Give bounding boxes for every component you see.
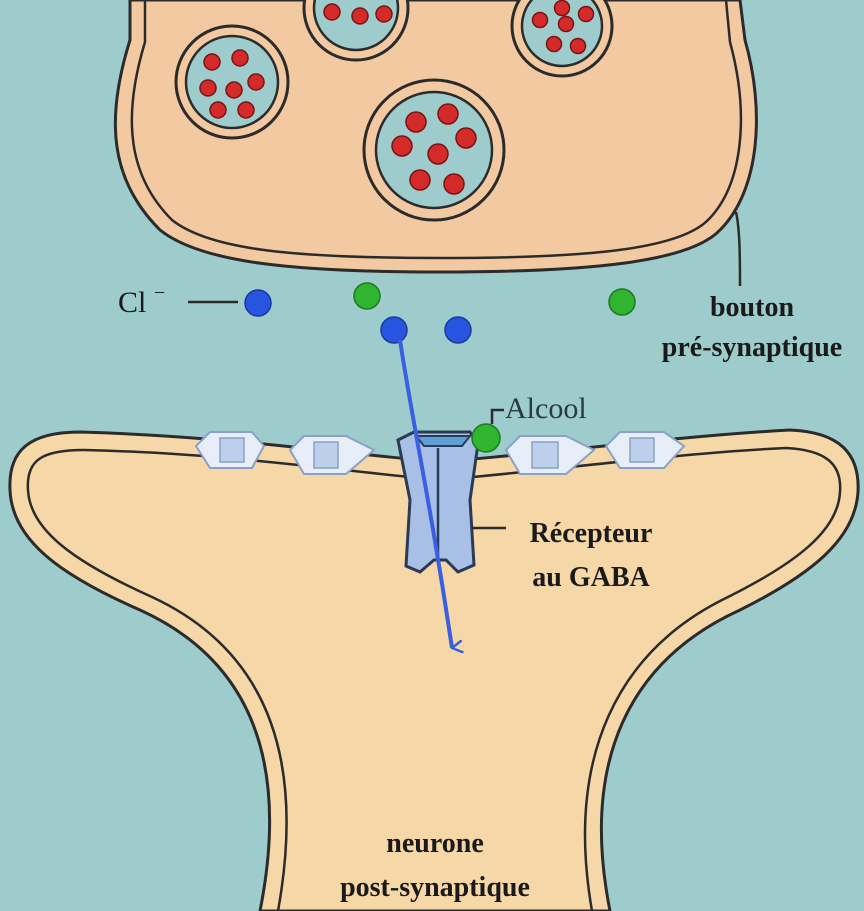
receptor-label-line2: au GABA — [506, 556, 676, 600]
chloride-ion — [245, 290, 271, 316]
alcohol-label: Alcool — [505, 392, 587, 426]
vesicle-top-left — [176, 26, 288, 138]
postsynaptic-label-line1: neurone — [290, 822, 580, 866]
chloride-ion — [445, 317, 471, 343]
presynaptic-terminal-label: bouton pré-synaptique — [640, 288, 864, 368]
alcohol-molecule — [354, 283, 380, 309]
chloride-charge: − — [154, 282, 165, 304]
presynaptic-label-line2: pré-synaptique — [640, 328, 864, 368]
chloride-label: Cl − — [118, 284, 165, 320]
chloride-ion — [381, 317, 407, 343]
presynaptic-label-line1: bouton — [640, 288, 864, 328]
postsynaptic-label-line2: post-synaptique — [290, 866, 580, 910]
alcohol-molecule — [609, 289, 635, 315]
chloride-symbol: Cl — [118, 286, 146, 319]
vesicle-center — [364, 80, 504, 220]
bound-alcohol-molecule — [472, 424, 500, 452]
postsynaptic-neuron-label: neurone post-synaptique — [290, 822, 580, 910]
receptor-label-line1: Récepteur — [506, 512, 676, 556]
receptor-small — [196, 432, 264, 468]
gaba-receptor-label: Récepteur au GABA — [506, 512, 676, 600]
